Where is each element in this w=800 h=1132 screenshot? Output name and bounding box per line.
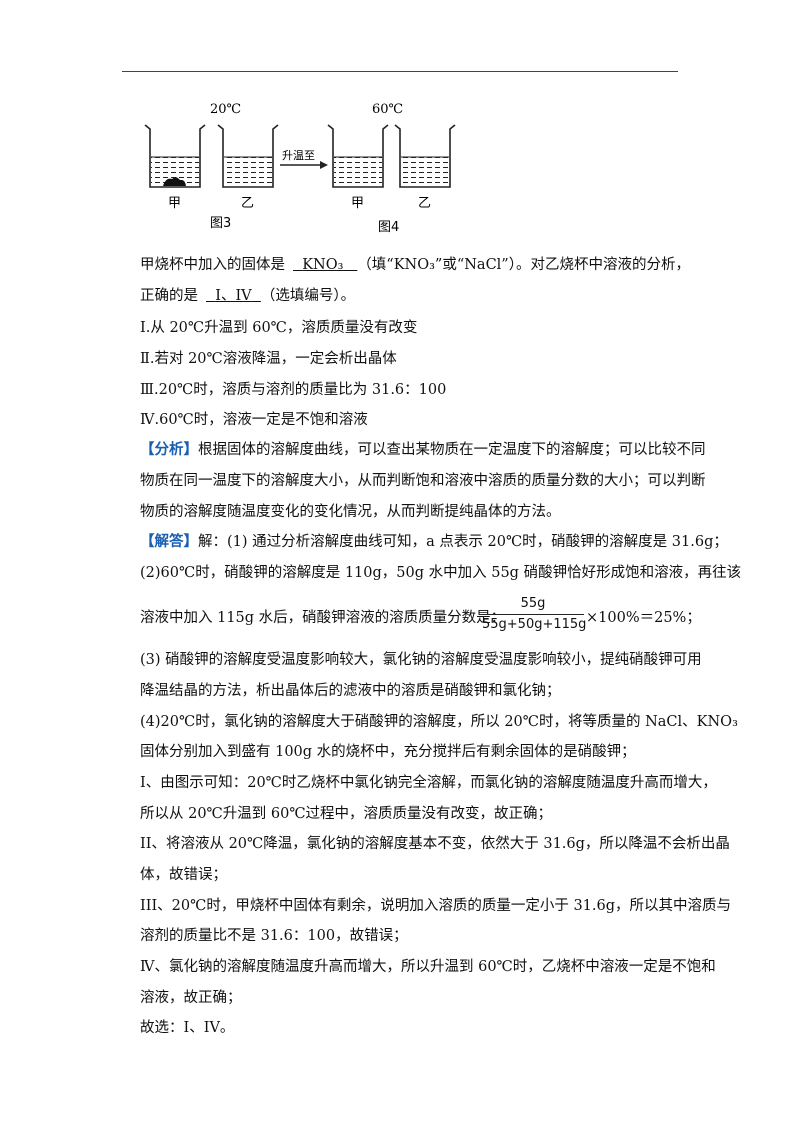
analysis-line-2: 物质在同一温度下的溶解度大小，从而判断饱和溶液中溶质的质量分数的大小；可以判断 bbox=[140, 473, 706, 489]
answer-line-7: 固体分别加入到盛有 100g 水的烧杯中，充分搅拌后有剩余固体的是硝酸钾； bbox=[140, 744, 636, 760]
answer-line-5: 降温结晶的方法，析出晶体后的滤液中的溶质是硝酸钾和氯化钠； bbox=[140, 683, 561, 699]
analysis-line-1: 【分析】根据固体的溶解度曲线，可以查出某物质在一定温度下的溶解度；可以比较不同 bbox=[140, 441, 706, 458]
answer-line-12: III、20℃时，甲烧杯中固体有剩余，说明加入溶质的质量一定小于 31.6g，所… bbox=[140, 898, 732, 914]
answer-line-9: 所以从 20℃升温到 60℃过程中，溶质质量没有改变，故正确； bbox=[140, 806, 553, 822]
caption-fig4: 图4 bbox=[378, 220, 399, 235]
answer-line-14: Ⅳ、氯化钠的溶解度随温度升高而增大，所以升温到 60℃时，乙烧杯中溶液一定是不饱… bbox=[140, 959, 716, 975]
question-line-1: 甲烧杯中加入的固体是 KNO₃ （填“KNO₃”或“NaCl”）。对乙烧杯中溶液… bbox=[140, 257, 690, 273]
answer-line-1: 【解答】解：(1) 通过分析溶解度曲线可知，a 点表示 20℃时，硝酸钾的溶解度… bbox=[140, 533, 728, 550]
answer-line-16: 故选：I、IV。 bbox=[140, 1020, 235, 1036]
answer-line-2: (2)60℃时，硝酸钾的溶解度是 110g，50g 水中加入 55g 硝酸钾恰好… bbox=[140, 565, 742, 581]
arrow-label: 升温至 bbox=[282, 149, 315, 162]
undissolved-solid bbox=[163, 177, 186, 186]
answer-line-8: Ⅰ、由图示可知：20℃时乙烧杯中氯化钠完全溶解，而氯化钠的溶解度随温度升高而增大… bbox=[140, 775, 717, 791]
label-yi-2: 乙 bbox=[418, 196, 431, 211]
analysis-tag: 【分析】 bbox=[140, 441, 198, 458]
option-4: Ⅳ.60℃时，溶液一定是不饱和溶液 bbox=[140, 412, 368, 428]
beaker-yi-60 bbox=[394, 124, 456, 188]
mass-fraction: 55g 55g+50g+115g bbox=[482, 595, 587, 634]
answer-line-10: II、将溶液从 20℃降温，氯化钠的溶解度基本不变，依然大于 31.6g，所以降… bbox=[140, 836, 730, 852]
temp-label-20: 20℃ bbox=[210, 102, 241, 117]
answer-line-6: (4)20℃时，氯化钠的溶解度大于硝酸钾的溶解度，所以 20℃时，将等质量的 N… bbox=[140, 714, 738, 730]
answer-line-11: 体，故错误； bbox=[140, 867, 227, 883]
beaker-jia-60 bbox=[327, 124, 389, 188]
label-jia-1: 甲 bbox=[168, 196, 181, 211]
answer-line-13: 溶剂的质量比不是 31.6：100，故错误； bbox=[140, 928, 408, 944]
answer-line-4: (3) 硝酸钾的溶解度受温度影响较大，氯化钠的溶解度受温度影响较小，提纯硝酸钾可… bbox=[140, 652, 702, 668]
option-3: Ⅲ.20℃时，溶质与溶剂的质量比为 31.6：100 bbox=[140, 382, 447, 398]
label-yi-1: 乙 bbox=[241, 196, 254, 211]
beaker-figure: 20℃ 60℃ 升温至 甲 乙 甲 bbox=[130, 95, 470, 245]
answer-tag: 【解答】 bbox=[140, 533, 198, 550]
answer-blank-1: KNO₃ bbox=[302, 257, 344, 273]
answer-line-3: 溶液中加入 115g 水后，硝酸钾溶液的溶质质量分数是： bbox=[140, 610, 506, 626]
option-2: Ⅱ.若对 20℃溶液降温，一定会析出晶体 bbox=[140, 351, 397, 367]
answer-blank-2: I、IV bbox=[215, 288, 252, 304]
option-1: Ⅰ.从 20℃升温到 60℃，溶质质量没有改变 bbox=[140, 320, 418, 336]
header-rule bbox=[122, 71, 678, 72]
question-line-2: 正确的是 I、IV （选填编号）。 bbox=[140, 288, 356, 304]
heat-arrow: 升温至 bbox=[280, 149, 328, 169]
answer-line-15: 溶液，故正确； bbox=[140, 990, 242, 1006]
beaker-yi-20 bbox=[217, 124, 279, 188]
caption-fig3: 图3 bbox=[210, 216, 231, 231]
temp-label-60: 60℃ bbox=[372, 102, 403, 117]
label-jia-2: 甲 bbox=[351, 196, 364, 211]
analysis-line-3: 物质的溶解度随温度变化的变化情况，从而判断提纯晶体的方法。 bbox=[140, 504, 561, 520]
beaker-jia-20 bbox=[144, 124, 206, 188]
beaker-diagram: 20℃ 60℃ 升温至 甲 乙 甲 bbox=[144, 102, 456, 235]
fraction-bar bbox=[482, 614, 584, 615]
fraction-denominator: 55g+50g+115g bbox=[482, 617, 587, 632]
fraction-result: ×100%＝25%； bbox=[586, 610, 701, 626]
fraction-numerator: 55g bbox=[520, 596, 546, 611]
